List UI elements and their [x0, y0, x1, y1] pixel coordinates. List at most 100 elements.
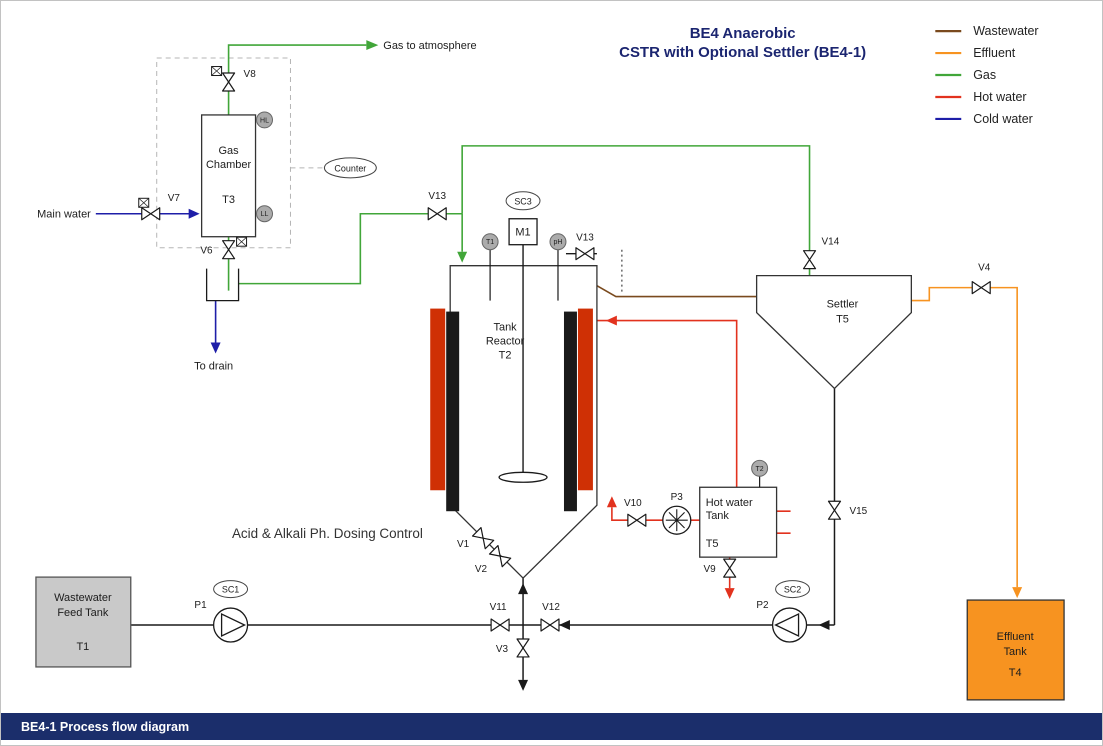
sc1-label: SC1 — [222, 585, 239, 595]
valve-v12-label: V12 — [542, 602, 560, 613]
valve-v9-label: V9 — [703, 564, 716, 575]
diagram-title-line2: CSTR with Optional Settler (BE4-1) — [619, 44, 866, 61]
pump-p2-rotor — [774, 613, 800, 638]
pump-p2 — [771, 607, 808, 643]
jacket-heater-right — [577, 308, 593, 491]
hot-return-line — [596, 319, 738, 488]
gas-chamber-label-2: Chamber — [206, 159, 251, 171]
valve-v11 — [490, 618, 510, 632]
effluent-tank-label-1: Effluent — [997, 631, 1034, 643]
hot-supply-arrow — [606, 496, 617, 508]
valve-v8-label: V8 — [244, 69, 257, 80]
pump-p3 — [662, 505, 692, 535]
sc2-controller — [775, 580, 811, 599]
dosing-control-label: Acid & Alkali Ph. Dosing Control — [232, 526, 423, 541]
valve-v2-label: V2 — [475, 564, 488, 575]
valve-v3 — [516, 638, 530, 658]
valve-v13-overflow — [575, 247, 595, 261]
pump-p3-label: P3 — [671, 492, 684, 503]
water-seal — [205, 268, 240, 302]
valve-v7-label: V7 — [168, 193, 181, 204]
gas-arrow-atmosphere — [366, 40, 379, 51]
valve-v11-label: V11 — [490, 602, 507, 613]
gas-to-atmosphere-label: Gas to atmosphere — [383, 40, 476, 52]
hl-sensor — [256, 111, 274, 129]
effluent-line — [911, 286, 1018, 588]
feed-line-arrow-left-1 — [558, 620, 570, 631]
hot-return-arrow — [605, 315, 617, 326]
drain-arrow — [210, 342, 221, 354]
settler — [755, 274, 912, 390]
hot-water-tank-label-2: Tank — [706, 510, 730, 522]
diagram-title-line1: BE4 Anaerobic — [690, 25, 796, 42]
valve-v4 — [971, 281, 991, 295]
hl-label: HL — [260, 117, 269, 124]
gas-line-to-atmosphere — [227, 44, 367, 115]
valve-v4-label: V4 — [978, 263, 991, 274]
v3-drain-arrow — [518, 679, 529, 691]
valve-v10-label: V10 — [624, 498, 642, 509]
effluent-tank — [966, 599, 1065, 701]
hot-water-tank — [699, 486, 778, 558]
legend: Wastewater Effluent Gas Hot water Cold w… — [935, 24, 1039, 126]
legend-label-effluent: Effluent — [973, 46, 1016, 60]
effluent-tank-tag: T4 — [1009, 667, 1022, 679]
valve-v14 — [802, 250, 817, 270]
valve-v15 — [827, 500, 842, 520]
motor-label: M1 — [515, 227, 530, 239]
main-water-arrow — [188, 208, 200, 219]
pump-p1-label: P1 — [194, 600, 207, 611]
counter-label: Counter — [334, 163, 366, 173]
legend-label-wastewater: Wastewater — [973, 24, 1038, 38]
hot-drain-arrow — [724, 588, 735, 600]
main-water-label: Main water — [37, 209, 91, 221]
pump-p2-label: P2 — [756, 600, 769, 611]
legend-label-hot-water: Hot water — [973, 90, 1026, 104]
wastewater-lines — [596, 284, 757, 298]
feed-tank-label-1: Wastewater — [54, 592, 112, 604]
ph-sensor — [549, 233, 567, 251]
ll-sensor — [256, 205, 274, 223]
gas-chamber-label-1: Gas — [219, 145, 240, 157]
t1-sensor — [481, 233, 499, 251]
pumps-layer — [212, 505, 808, 643]
pump-p1-rotor — [220, 613, 247, 638]
footer-caption: BE4-1 Process flow diagram — [21, 719, 190, 734]
jacket-band-left — [446, 311, 460, 512]
process-flow-diagram: BE4 Anaerobic CSTR with Optional Settler… — [35, 24, 1065, 701]
feed-tank-tag: T1 — [76, 641, 89, 653]
stirrer-impeller — [498, 471, 548, 483]
legend-label-cold-water: Cold water — [973, 112, 1033, 126]
sc2-label: SC2 — [784, 585, 801, 595]
jacket-band-right — [563, 311, 577, 512]
ll-label: LL — [261, 211, 269, 218]
pump-p3-star — [665, 509, 688, 532]
feed-line-arrow-left-2 — [818, 620, 830, 631]
valve-v3-label: V3 — [496, 644, 509, 655]
effluent-arrow — [1012, 587, 1023, 599]
gas-line-seal-to-reactor — [238, 212, 463, 285]
gas-chamber-tag: T3 — [222, 194, 235, 206]
motor-m1 — [508, 218, 538, 246]
counter-indicator — [323, 157, 377, 179]
sc3-controller — [505, 191, 541, 211]
t2-label: T2 — [756, 466, 764, 473]
valve-v13-gas — [427, 207, 447, 221]
sc1-controller — [213, 580, 249, 599]
cold-water-lines — [95, 208, 221, 354]
pump-p1 — [212, 607, 249, 643]
labels-layer: BE4 Anaerobic CSTR with Optional Settler… — [37, 24, 1038, 679]
footer-bar: BE4-1 Process flow diagram — [1, 713, 1102, 740]
feed-tank-label-2: Feed Tank — [57, 607, 109, 619]
valve-v15-label: V15 — [849, 506, 867, 517]
overflow-line-to-settler — [596, 284, 757, 298]
valve-v13-gas-label: V13 — [428, 191, 446, 202]
reactor-label-1: Tank — [493, 322, 517, 334]
t2-sensor — [751, 459, 769, 477]
effluent-tank-label-2: Tank — [1004, 646, 1028, 658]
t1-label: T1 — [486, 239, 494, 246]
sc3-label: SC3 — [514, 196, 531, 206]
gas-chamber-boundary — [156, 57, 324, 249]
gas-line-to-settler — [461, 145, 811, 277]
